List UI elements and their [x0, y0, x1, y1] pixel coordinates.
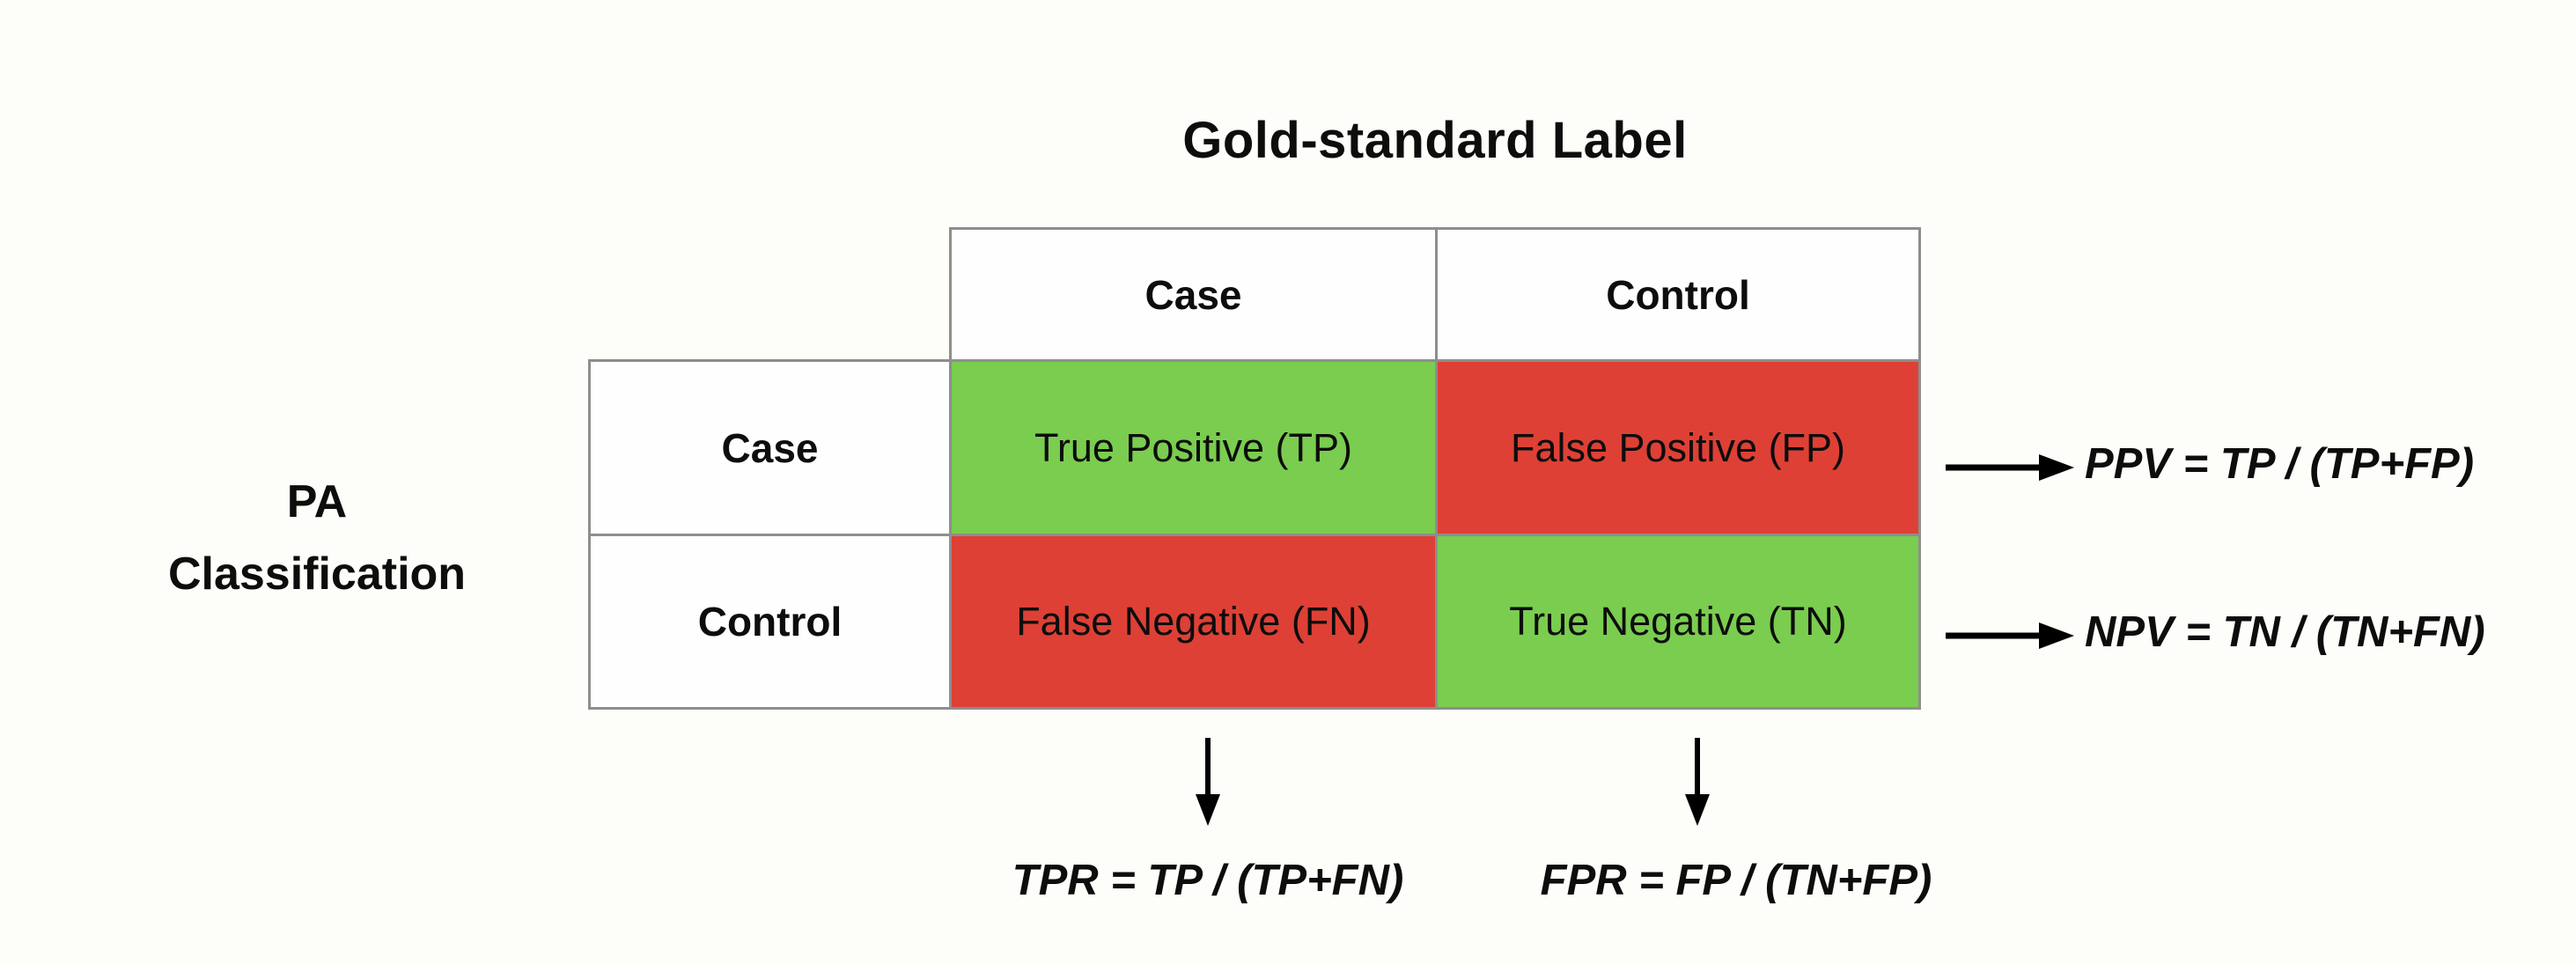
column-header-control: Control [1435, 227, 1921, 362]
row-axis-title-line2: Classification [167, 549, 467, 600]
cell-true-positive: True Positive (TP) [949, 359, 1438, 536]
arrow-right-icon [1946, 622, 2074, 649]
row-header-case: Case [588, 359, 952, 536]
formula-ppv: PPV = TP / (TP+FP) [2085, 440, 2475, 488]
formula-tpr: TPR = TP / (TP+FN) [1012, 857, 1404, 904]
cell-false-negative: False Negative (FN) [949, 534, 1438, 710]
arrow-down-icon [1196, 738, 1220, 826]
arrow-right-icon [1946, 454, 2074, 481]
arrow-down-icon [1685, 738, 1710, 826]
row-axis-title-line1: PA [286, 476, 348, 527]
column-header-case: Case [949, 227, 1438, 362]
cell-true-negative: True Negative (TN) [1435, 534, 1921, 710]
formula-npv: NPV = TN / (TN+FN) [2085, 608, 2485, 656]
cell-false-positive: False Positive (FP) [1435, 359, 1921, 536]
row-header-control: Control [588, 534, 952, 710]
column-axis-title: Gold-standard Label [1182, 112, 1688, 169]
formula-fpr: FPR = FP / (TN+FP) [1540, 857, 1932, 904]
row-axis-title: PA Classification [35, 466, 599, 610]
